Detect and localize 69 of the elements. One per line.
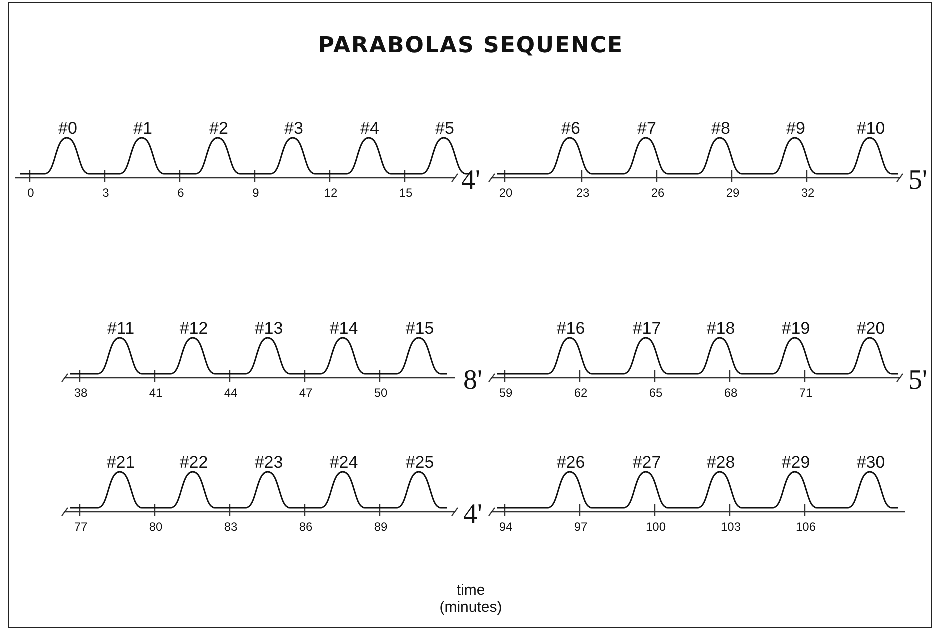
tick-label: 59 (499, 386, 513, 400)
tick-label: 38 (74, 386, 88, 400)
tick-label: 71 (799, 386, 813, 400)
pulse-label: #26 (556, 453, 586, 473)
gap-duration-label: 4' (463, 499, 483, 531)
gap-duration-label: 5' (908, 165, 928, 197)
gap-duration-label: 8' (463, 365, 483, 397)
pulse-label: #27 (632, 453, 662, 473)
tick-label: 15 (399, 186, 413, 200)
gap-duration-label: 4' (461, 165, 481, 197)
tick-label: 100 (646, 520, 666, 534)
tick-label: 3 (102, 186, 110, 200)
tick-label: 77 (74, 520, 88, 534)
pulse-label: #24 (330, 453, 358, 473)
tick-label: 6 (178, 186, 184, 200)
tick-label: 9 (252, 186, 260, 200)
pulse-label: #30 (856, 453, 886, 473)
pulse-label: #0 (58, 119, 78, 139)
pulse-label: #19 (782, 319, 810, 339)
tick-label: 26 (651, 186, 665, 200)
axis-title: time (minutes) (438, 582, 504, 616)
pulse-label: #4 (360, 119, 380, 139)
pulse-label: #3 (284, 119, 304, 139)
pulse-label: #29 (782, 453, 810, 473)
pulse-label: #8 (712, 119, 730, 139)
pulse-label: #14 (330, 319, 358, 339)
pulse-label: #2 (210, 119, 228, 139)
pulse-label: #16 (556, 319, 586, 339)
tick-label: 29 (726, 186, 740, 200)
pulse-label: #18 (706, 319, 736, 339)
pulse-label: #21 (106, 453, 136, 473)
pulse-label: #22 (180, 453, 208, 473)
pulse-label: #7 (638, 119, 656, 139)
tick-label: 23 (576, 186, 590, 200)
tick-label: 47 (299, 386, 313, 400)
tick-label: 68 (724, 386, 738, 400)
diagram-title: PARABOLAS SEQUENCE (318, 34, 624, 58)
tick-label: 20 (499, 186, 513, 200)
pulse-label: #6 (562, 119, 580, 139)
tick-label: 44 (224, 386, 238, 400)
pulse-label: #10 (856, 119, 886, 139)
tick-label: 103 (720, 520, 742, 534)
pulse-label: #20 (856, 319, 886, 339)
pulse-label: #9 (786, 119, 806, 139)
pulse-label: #5 (436, 119, 454, 139)
tick-label: 62 (574, 386, 588, 400)
tick-label: 80 (149, 520, 163, 534)
pulse-label: #28 (706, 453, 736, 473)
tick-label: 89 (374, 520, 388, 534)
pulse-label: #13 (254, 319, 284, 339)
pulse-label: #1 (134, 119, 152, 139)
tick-label: 86 (299, 520, 313, 534)
tick-label: 50 (374, 386, 388, 400)
pulse-label: #23 (254, 453, 284, 473)
tick-label: 106 (796, 520, 816, 534)
pulse-label: #11 (107, 319, 135, 339)
pulse-label: #12 (180, 319, 208, 339)
tick-label: 94 (499, 520, 513, 534)
tick-label: 65 (649, 386, 663, 400)
tick-label: 83 (224, 520, 238, 534)
pulse-label: #25 (406, 453, 434, 473)
gap-duration-label: 5' (908, 365, 928, 397)
tick-label: 12 (324, 186, 338, 200)
tick-label: 0 (28, 186, 34, 200)
tick-label: 97 (574, 520, 588, 534)
tick-label: 41 (149, 386, 163, 400)
pulse-label: #17 (632, 319, 662, 339)
tick-label: 32 (801, 186, 815, 200)
pulse-label: #15 (406, 319, 434, 339)
